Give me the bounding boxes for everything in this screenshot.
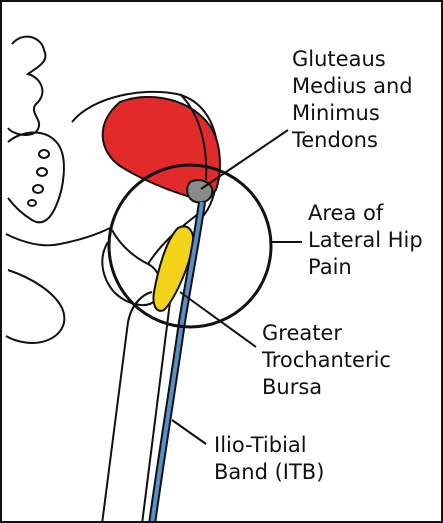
gluteus-label: Gluteaus Medius and Minimus Tendons	[292, 46, 413, 154]
gluteus-label-line: Minimus	[292, 100, 413, 127]
itb-label: Ilio-Tibial Band (ITB)	[214, 432, 324, 486]
pain-area-label: Area of Lateral Hip Pain	[308, 200, 423, 281]
ischium-outline	[6, 270, 64, 343]
gluteus-label-line: Gluteaus	[292, 46, 413, 73]
femur-outline	[102, 292, 152, 523]
pain-area-label-line: Pain	[308, 254, 423, 281]
gluteus-label-line: Tendons	[292, 127, 413, 154]
sacral-foramen	[37, 168, 47, 176]
bursa-label-line: Bursa	[262, 374, 391, 401]
sacrum-outline	[8, 133, 64, 223]
bursa-label: Greater Trochanteric Bursa	[262, 320, 391, 401]
itb-label-line: Ilio-Tibial	[214, 432, 324, 459]
bursa-label-line: Greater	[262, 320, 391, 347]
itb-leader-line	[172, 420, 206, 444]
sacral-foramen	[33, 185, 43, 193]
bursa-leader-line	[180, 292, 256, 347]
pelvis-outline	[8, 37, 45, 135]
pain-area-label-line: Lateral Hip	[308, 227, 423, 254]
bursa-label-line: Trochanteric	[262, 347, 391, 374]
sacral-foramen	[28, 200, 36, 206]
pelvis-lower-outline	[6, 228, 110, 245]
itb-label-line: Band (ITB)	[214, 459, 324, 486]
sacral-foramen	[39, 150, 49, 158]
pain-area-label-line: Area of	[308, 200, 423, 227]
gluteus-label-line: Medius and	[292, 73, 413, 100]
